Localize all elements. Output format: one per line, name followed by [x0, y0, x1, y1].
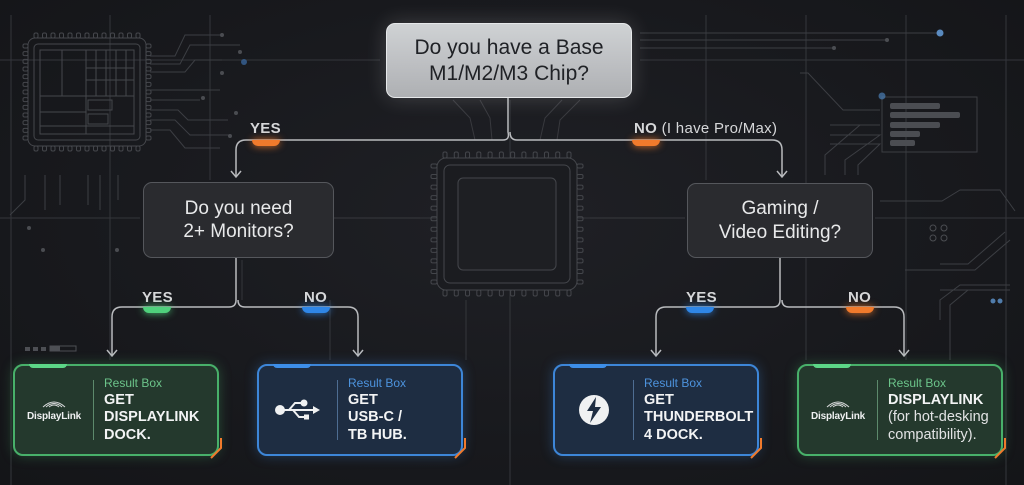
- displaylink-arc-icon: [42, 401, 66, 408]
- branch-label-text: NO: [304, 289, 328, 306]
- logo-text: DisplayLink: [811, 411, 865, 422]
- branch-label-text: YES: [686, 289, 717, 306]
- branch-label-yes-root: YES: [250, 120, 281, 137]
- branch-indicator-yes-monitors: [143, 307, 171, 313]
- logo-text: DisplayLink: [27, 411, 81, 422]
- displaylink-arc-icon: [826, 401, 850, 408]
- branch-indicator-no-monitors: [302, 307, 330, 313]
- result-box-usbc-hub: Result Box GET USB-C / TB HUB.: [257, 364, 466, 459]
- question-text: Gaming / Video Editing?: [718, 198, 842, 243]
- corner-accent-icon: [994, 438, 1006, 459]
- branch-label-no-root: NO (I have Pro/Max): [634, 120, 777, 137]
- result-tab-accent: [813, 364, 851, 368]
- result-box-thunderbolt-dock: Result Box GET THUNDERBOLT 4 DOCK.: [553, 364, 762, 459]
- chip-graphic-center: [436, 157, 578, 291]
- displaylink-logo: DisplayLink: [15, 398, 93, 422]
- question-box-chip-type: Do you have a Base M1/M2/M3 Chip?: [386, 23, 632, 98]
- corner-accent-icon: [210, 438, 222, 459]
- branch-label-no-monitors: NO: [304, 289, 327, 306]
- result-title: GET DISPLAYLINK DOCK.: [104, 392, 200, 443]
- corner-accent-icon: [750, 438, 762, 459]
- result-tab-accent: [569, 364, 607, 368]
- branch-label-yes-gaming: YES: [686, 289, 717, 306]
- branch-indicator-yes-gaming: [686, 307, 714, 313]
- usb-symbol: [275, 399, 320, 420]
- result-kicker: Result Box: [104, 376, 163, 391]
- result-tab-accent: [273, 364, 311, 368]
- branch-label-text: NO: [634, 120, 658, 137]
- branch-indicator-no-root: [632, 140, 660, 146]
- question-text: Do you have a Base M1/M2/M3 Chip?: [414, 35, 604, 85]
- branch-label-subtext: (I have Pro/Max): [661, 120, 778, 137]
- divider: [337, 380, 338, 440]
- branch-label-yes-monitors: YES: [142, 289, 173, 306]
- question-text: Do you need 2+ Monitors?: [183, 197, 294, 242]
- result-kicker: Result Box: [888, 376, 947, 391]
- result-title: DISPLAYLINK: [888, 392, 984, 409]
- branch-label-text: YES: [250, 120, 281, 137]
- question-box-monitors: Do you need 2+ Monitors?: [143, 182, 334, 258]
- displaylink-logo: DisplayLink: [799, 398, 877, 422]
- result-kicker: Result Box: [348, 376, 407, 391]
- result-tab-accent: [29, 364, 67, 368]
- divider: [633, 380, 634, 440]
- branch-indicator-no-gaming: [846, 307, 874, 313]
- question-box-gaming: Gaming / Video Editing?: [687, 183, 873, 258]
- result-title: GET THUNDERBOLT 4 DOCK.: [644, 392, 754, 443]
- divider: [877, 380, 878, 440]
- result-title: GET USB-C / TB HUB.: [348, 392, 407, 443]
- corner-accent-icon: [454, 438, 466, 459]
- result-note: (for hot-desking compatibility).: [888, 409, 989, 443]
- branch-label-text: NO: [848, 289, 872, 306]
- usb-icon: [259, 398, 337, 422]
- result-box-displaylink-hotdesk: DisplayLink Result Box DISPLAYLINK (for …: [797, 364, 1006, 459]
- branch-label-text: YES: [142, 289, 173, 306]
- thunderbolt-symbol: [579, 395, 609, 425]
- thunderbolt-icon: [555, 393, 633, 427]
- branch-indicator-yes-root: [252, 140, 280, 146]
- result-box-displaylink-dock: DisplayLink Result Box GET DISPLAYLINK D…: [13, 364, 222, 459]
- result-kicker: Result Box: [644, 376, 703, 391]
- divider: [93, 380, 94, 440]
- branch-label-no-gaming: NO: [848, 289, 871, 306]
